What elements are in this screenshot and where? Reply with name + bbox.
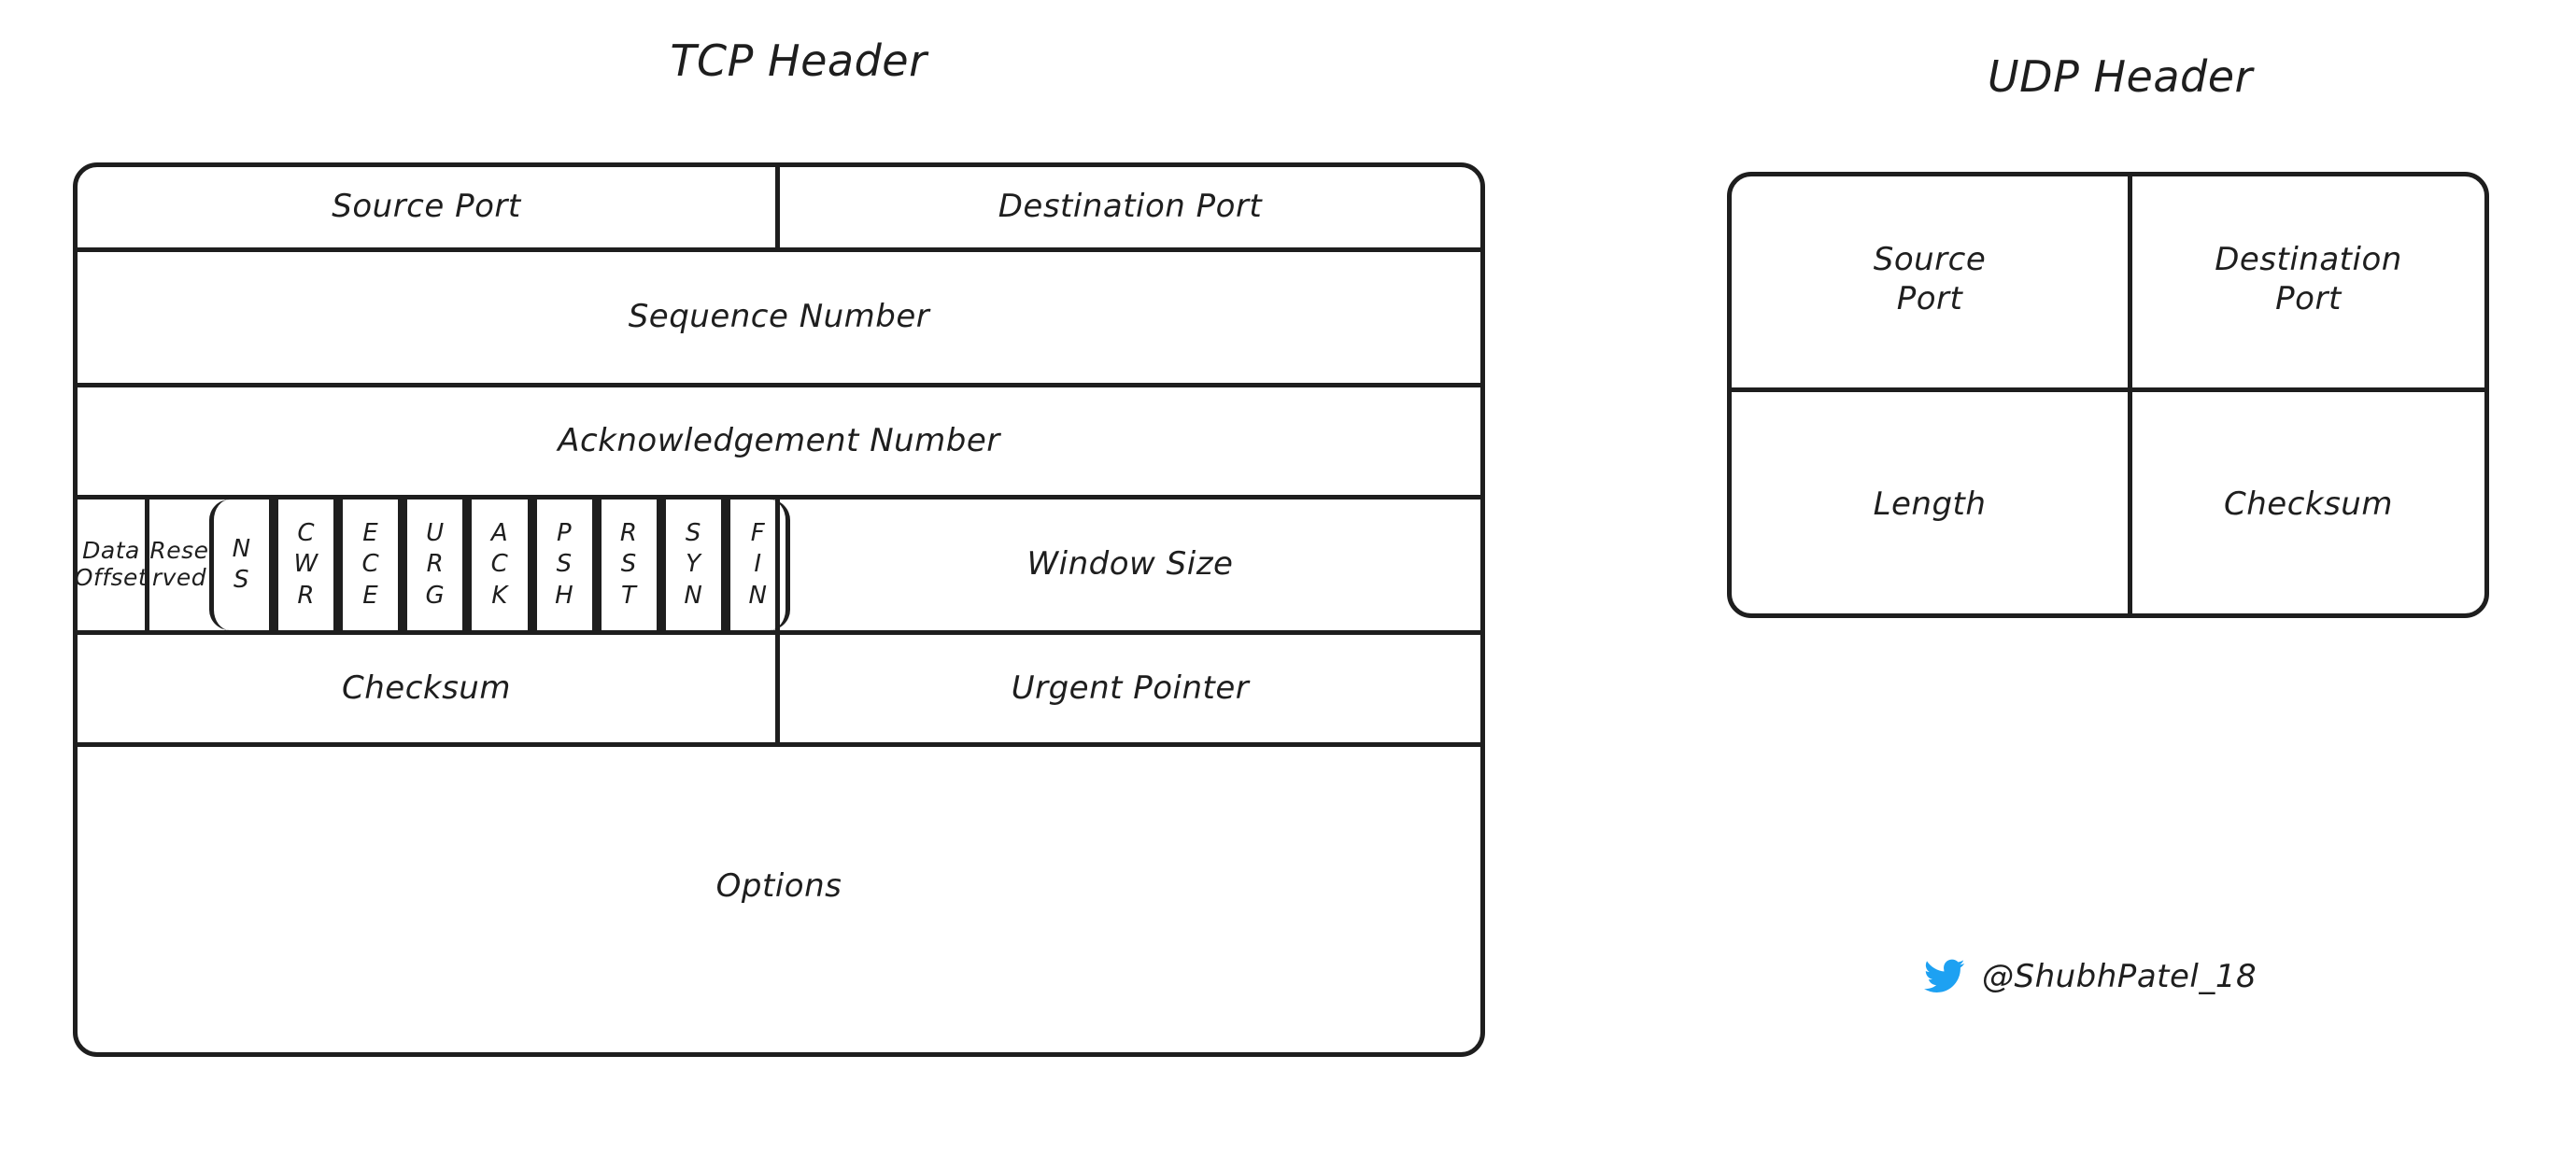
- udp-col-divider: [2128, 172, 2132, 618]
- tcp-flags-group: N S C W R E C E U R G A C K P S H R S T S Y N F …: [209, 500, 790, 630]
- tcp-cell-data-offset: Data Offset: [74, 537, 149, 591]
- tcp-flag-fin: F I N: [725, 500, 790, 630]
- tcp-header-title: TCP Header: [670, 35, 927, 86]
- tcp-flag-label: E C E: [361, 519, 380, 610]
- tcp-col-divider-row1: [775, 162, 780, 252]
- tcp-row-divider-2: [73, 383, 1485, 387]
- tcp-flag-psh: P S H: [531, 500, 597, 630]
- udp-cell-checksum: Checksum: [2224, 486, 2393, 524]
- tcp-flag-label: C W R: [293, 519, 318, 610]
- tcp-cell-window-size: Window Size: [1026, 545, 1234, 584]
- tcp-flag-ack: A C K: [467, 500, 532, 630]
- tcp-flag-label: F I N: [748, 519, 768, 610]
- tcp-flag-label: A C K: [490, 519, 509, 610]
- tcp-col-divider-row5: [775, 630, 780, 747]
- twitter-bird-icon: [1924, 959, 1965, 994]
- udp-header-title: UDP Header: [1988, 51, 2253, 102]
- tcp-flags-divider-dataoffset: [145, 500, 149, 630]
- tcp-cell-source-port: Source Port: [332, 188, 521, 226]
- tcp-flag-cwr: C W R: [274, 500, 339, 630]
- udp-header-diagram: Source Port Destination Port Length Chec…: [1727, 172, 2489, 618]
- tcp-flag-urg: U R G: [403, 500, 468, 630]
- tcp-cell-reserved: Rese rved: [149, 537, 209, 591]
- udp-cell-destination-port: Destination Port: [2215, 241, 2402, 317]
- udp-cell-length: Length: [1873, 486, 1987, 524]
- tcp-cell-destination-port: Destination Port: [998, 188, 1263, 226]
- tcp-flag-label: S Y N: [684, 519, 703, 610]
- tcp-flag-label: R S T: [619, 519, 638, 610]
- twitter-handle-text: @ShubhPatel_18: [1982, 958, 2258, 995]
- tcp-flag-rst: R S T: [596, 500, 661, 630]
- tcp-header-diagram: Source Port Destination Port Sequence Nu…: [73, 162, 1485, 1057]
- tcp-flag-label: P S H: [555, 519, 574, 610]
- tcp-cell-options: Options: [715, 867, 842, 906]
- tcp-flag-label: N S: [232, 534, 251, 594]
- tcp-cell-acknowledgement-number: Acknowledgement Number: [558, 421, 1000, 459]
- udp-row-divider: [1727, 387, 2489, 392]
- tcp-cell-checksum: Checksum: [342, 668, 511, 707]
- tcp-cell-sequence-number: Sequence Number: [628, 298, 930, 336]
- tcp-flag-ns: N S: [209, 500, 275, 630]
- twitter-credit[interactable]: @ShubhPatel_18: [1924, 958, 2257, 995]
- udp-cell-source-port: Source Port: [1873, 241, 1987, 317]
- tcp-col-divider-row4: [775, 495, 780, 635]
- tcp-flag-label: U R G: [425, 519, 446, 610]
- tcp-cell-urgent-pointer: Urgent Pointer: [1011, 668, 1250, 707]
- tcp-flag-ece: E C E: [338, 500, 403, 630]
- tcp-flag-syn: S Y N: [660, 500, 726, 630]
